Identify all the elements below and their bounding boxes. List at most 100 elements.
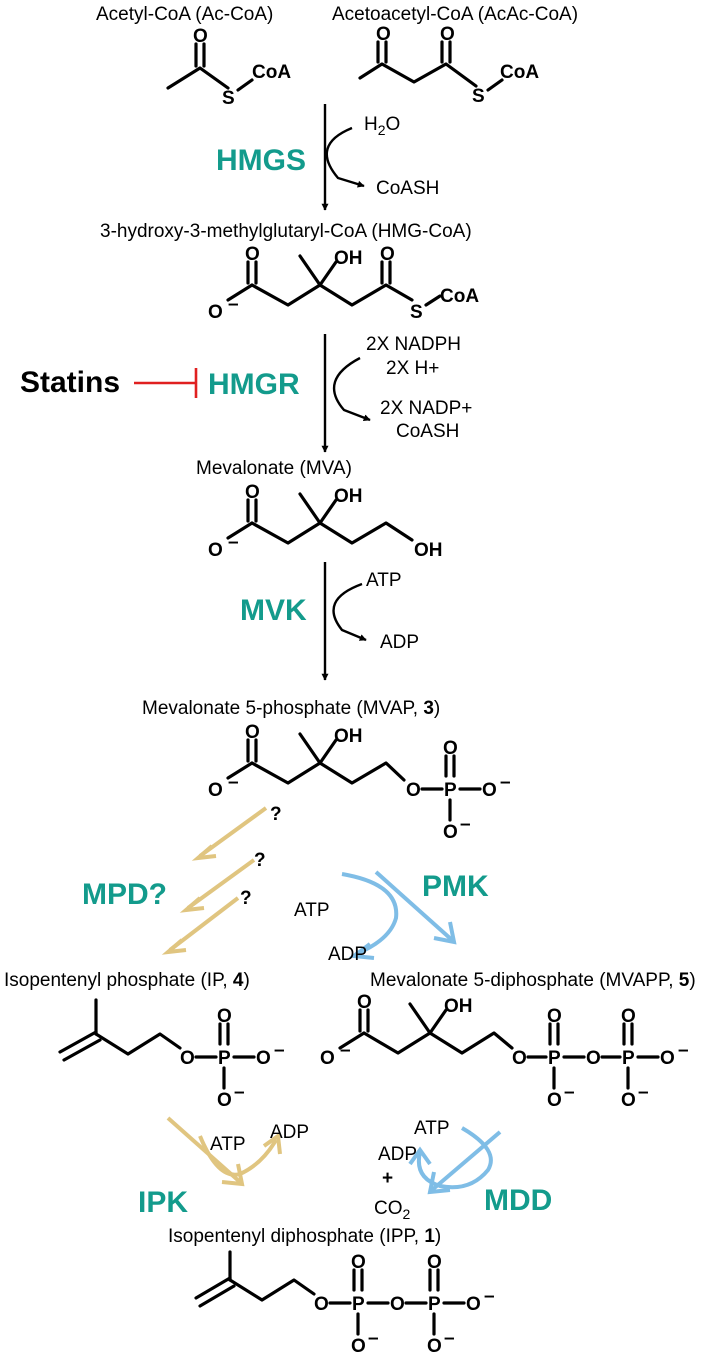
svg-text:O: O <box>660 1048 675 1069</box>
svg-text:–: – <box>228 772 239 793</box>
ipk-arrows <box>166 1116 282 1187</box>
pmk-enzyme-label: PMK <box>422 870 489 903</box>
mevalonate-structure: O O – OH OH <box>208 482 443 561</box>
adp-label-mdd: ADP <box>378 1144 417 1165</box>
svg-text:–: – <box>460 814 471 835</box>
svg-text:O: O <box>180 1048 195 1069</box>
pmk-arrows <box>341 870 457 960</box>
atp-label-mvk: ATP <box>366 570 402 591</box>
nadph-label: 2X NADPH <box>366 334 461 355</box>
svg-text:O: O <box>357 992 372 1013</box>
ipp-label: Isopentenyl diphosphate (IPP, 1) <box>168 1226 441 1247</box>
svg-text:OH: OH <box>414 540 443 561</box>
hmgs-enzyme-label: HMGS <box>216 144 306 177</box>
adp-label-mvk: ADP <box>380 632 419 653</box>
svg-text:–: – <box>484 1286 495 1307</box>
svg-text:O: O <box>621 1006 636 1027</box>
svg-text:O: O <box>256 1048 271 1069</box>
svg-text:–: – <box>564 1082 575 1103</box>
statins-label: Statins <box>20 366 120 399</box>
svg-text:P: P <box>622 1048 635 1069</box>
svg-text:O: O <box>320 1048 335 1069</box>
nadp-label: 2X NADP+ <box>380 398 472 419</box>
acetyl-coa-structure: O S CoA <box>166 26 291 109</box>
svg-text:CoA: CoA <box>500 62 539 83</box>
atp-label-pmk: ATP <box>294 900 330 921</box>
svg-text:–: – <box>274 1040 285 1061</box>
mpd-arrows <box>161 806 268 955</box>
svg-text:O: O <box>376 24 391 45</box>
water-label: H2O <box>364 114 400 138</box>
ipp-structure: O P O O – O P O O – O – <box>194 1250 495 1354</box>
svg-text:–: – <box>340 1040 351 1061</box>
svg-text:O: O <box>621 1090 636 1111</box>
hmg-coa-structure: O O – OH O S CoA <box>208 244 479 323</box>
svg-text:O: O <box>217 1006 232 1027</box>
svg-text:–: – <box>368 1328 379 1349</box>
svg-text:S: S <box>222 88 235 109</box>
hplus-label: 2X H+ <box>386 358 439 379</box>
svg-text:OH: OH <box>334 486 363 507</box>
svg-text:O: O <box>427 1252 442 1273</box>
svg-text:–: – <box>638 1082 649 1103</box>
coash-label: CoASH <box>376 178 439 199</box>
svg-text:P: P <box>428 1294 441 1315</box>
svg-text:S: S <box>410 302 423 323</box>
svg-text:P: P <box>352 1294 365 1315</box>
svg-text:P: P <box>444 780 457 801</box>
svg-text:–: – <box>228 294 239 315</box>
acetoacetyl-coa-label: Acetoacetyl-CoA (AcAc-CoA) <box>332 4 578 25</box>
svg-text:O: O <box>217 1090 232 1111</box>
svg-text:O: O <box>547 1090 562 1111</box>
acetyl-coa-label: Acetyl-CoA (Ac-CoA) <box>96 4 273 25</box>
svg-text:O: O <box>443 822 458 843</box>
svg-text:–: – <box>234 1082 245 1103</box>
svg-text:O: O <box>208 302 223 323</box>
svg-text:O: O <box>314 1294 329 1315</box>
svg-text:OH: OH <box>334 248 363 269</box>
hmg-coa-label: 3-hydroxy-3-methylglutaryl-CoA (HMG-CoA) <box>100 221 472 242</box>
svg-text:O: O <box>390 1294 405 1315</box>
svg-text:O: O <box>245 244 260 265</box>
svg-text:O: O <box>245 482 260 503</box>
adp-label-pmk: ADP <box>328 944 367 965</box>
svg-text:P: P <box>218 1048 231 1069</box>
hmgs-cofactor-arrow <box>325 126 365 188</box>
svg-text:CoA: CoA <box>440 286 479 307</box>
svg-text:O: O <box>351 1336 366 1354</box>
hmgr-cofactor-arrow <box>333 356 371 422</box>
svg-text:O: O <box>351 1252 366 1273</box>
mvapp-label: Mevalonate 5-diphosphate (MVAPP, 5) <box>370 970 696 991</box>
svg-text:S: S <box>472 86 485 107</box>
svg-text:O: O <box>440 24 455 45</box>
svg-text:–: – <box>678 1040 689 1061</box>
mvapp-structure: O O – OH O P O O – O P O O – O – <box>320 992 689 1111</box>
atp-label-ipk: ATP <box>210 1134 246 1155</box>
svg-text:O: O <box>208 780 223 801</box>
mdd-enzyme-label: MDD <box>484 1184 552 1217</box>
svg-text:OH: OH <box>334 726 363 747</box>
coash-label-2: CoASH <box>396 421 459 442</box>
svg-text:O: O <box>443 738 458 759</box>
plus-sign: + <box>382 1168 393 1189</box>
svg-text:O: O <box>466 1294 481 1315</box>
mvk-cofactor-arrow <box>332 582 367 642</box>
svg-text:–: – <box>444 1328 455 1349</box>
ipk-enzyme-label: IPK <box>138 1186 188 1219</box>
svg-text:OH: OH <box>444 996 473 1017</box>
svg-text:O: O <box>427 1336 442 1354</box>
svg-text:O: O <box>193 26 208 47</box>
mvap-structure: O O – OH O P O O – O – <box>208 722 511 843</box>
svg-text:–: – <box>500 772 511 793</box>
mvk-enzyme-label: MVK <box>240 594 307 627</box>
ip-structure: O P O O – O – <box>58 998 285 1111</box>
question-mark-1: ? <box>270 804 282 825</box>
atp-label-mdd: ATP <box>414 1118 450 1139</box>
svg-text:O: O <box>380 244 395 265</box>
svg-text:O: O <box>245 722 260 743</box>
mvap-label: Mevalonate 5-phosphate (MVAP, 3) <box>142 698 440 719</box>
svg-text:CoA: CoA <box>252 62 291 83</box>
svg-text:O: O <box>208 540 223 561</box>
acetoacetyl-coa-structure: O O S CoA <box>358 24 539 107</box>
